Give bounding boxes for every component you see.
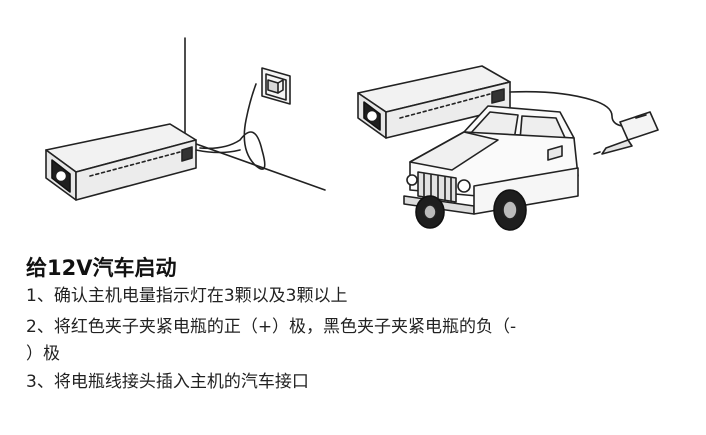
instruction-step-3: 3、将电瓶线接头插入主机的汽车接口 bbox=[26, 372, 309, 392]
power-bank-icon bbox=[357, 65, 623, 139]
page-title: 给12V汽车启动 bbox=[26, 256, 177, 280]
charging-illustration bbox=[45, 37, 659, 231]
wall-icon bbox=[184, 37, 326, 191]
instruction-step-2: 2、将红色夹子夹紧电瓶的正（+）极，黑色夹子夹紧电瓶的负（- bbox=[26, 317, 517, 337]
power-bank-icon bbox=[45, 123, 241, 201]
instruction-step-2-continued: ）极 bbox=[26, 344, 60, 364]
wall-socket-icon bbox=[199, 67, 291, 170]
car-icon bbox=[403, 105, 579, 231]
car-charger-plug-icon bbox=[593, 111, 659, 155]
instruction-step-1: 1、确认主机电量指示灯在3颗以及3颗以上 bbox=[26, 286, 348, 306]
